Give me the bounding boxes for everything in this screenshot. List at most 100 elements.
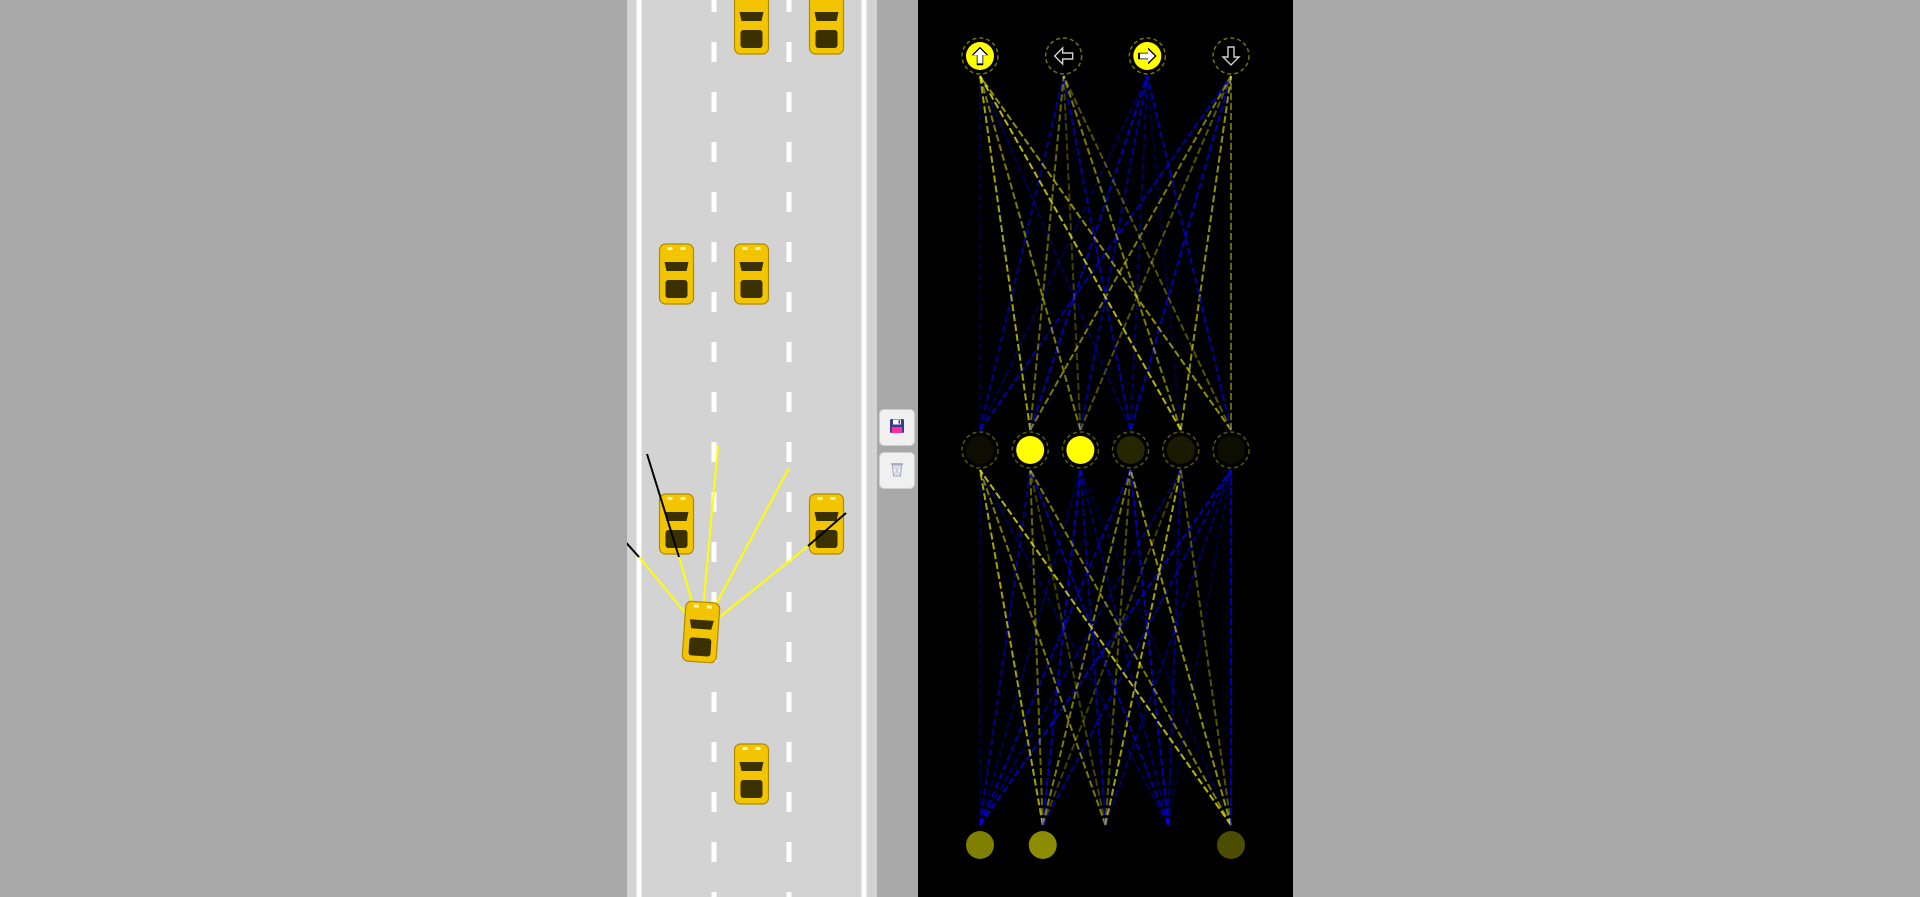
input-hidden-connection (979, 469, 1107, 826)
traffic-car (808, 0, 845, 55)
hidden-output-connection (1129, 75, 1149, 431)
save-button[interactable] (879, 409, 915, 446)
left-arrow-icon (1044, 37, 1083, 75)
hidden-output-connection (1079, 75, 1232, 431)
sensor-ray (700, 445, 719, 633)
input-hidden-connection (979, 469, 1170, 826)
car-rear-window (688, 637, 712, 657)
controls-panel (879, 409, 915, 489)
up-arrow-icon (961, 37, 999, 75)
arrow-glyph (1221, 46, 1241, 66)
input-node (1028, 831, 1057, 859)
traffic-car (733, 243, 770, 305)
car-headlight (667, 247, 673, 250)
input-hidden-connection (1104, 469, 1182, 826)
hidden-node (1217, 436, 1245, 464)
traffic-car (733, 0, 770, 55)
car-rear-window (740, 280, 763, 298)
hidden-output-connection (979, 75, 1065, 431)
input-hidden-connection (1167, 469, 1182, 826)
car-windshield (739, 12, 764, 21)
right-arrow-icon (1128, 37, 1167, 75)
hidden-output-connection (1062, 75, 1182, 431)
hidden-output-connection (979, 75, 1082, 431)
car-windshield (664, 512, 689, 521)
arrow-glyph-fill (1139, 49, 1155, 63)
hidden-output-connection (1062, 75, 1082, 431)
hidden-node (1066, 436, 1095, 464)
input-hidden-connection (979, 469, 1082, 826)
car-windshield (664, 262, 689, 271)
input-hidden-connection (1041, 469, 1232, 826)
road-canvas (627, 0, 877, 897)
hidden-output-connection (1029, 75, 1149, 431)
arrow-glyph (1053, 46, 1074, 66)
hidden-output-connection (979, 75, 1132, 431)
car-windshield (739, 762, 764, 771)
arrow-glyph-fill (973, 48, 987, 64)
car-headlight (817, 497, 823, 500)
input-hidden-connection (1041, 469, 1182, 826)
input-hidden-connection (1167, 469, 1232, 826)
input-node (1217, 831, 1245, 859)
input-hidden-connection (1104, 469, 1132, 826)
discard-button[interactable] (879, 452, 915, 489)
hidden-output-connection (979, 75, 1232, 431)
hidden-output-connection (1062, 75, 1132, 431)
input-hidden-connection (1179, 469, 1232, 826)
car-headlight (680, 247, 686, 250)
hidden-node-outline (961, 431, 999, 469)
network-visualizer (918, 0, 1293, 897)
hidden-node-outline (1212, 431, 1250, 469)
hidden-node-outline (1111, 431, 1150, 469)
input-hidden-connection (1029, 469, 1232, 826)
hidden-output-connection (1146, 75, 1232, 431)
floppy-disk-icon (889, 418, 905, 438)
car-windshield (814, 512, 839, 521)
hidden-node-outline (1162, 431, 1200, 469)
car-rear-window (815, 530, 838, 548)
player-car (681, 600, 721, 664)
hidden-output-connection (1079, 75, 1149, 431)
hidden-output-connection (1029, 75, 1232, 431)
car-rear-window (665, 280, 688, 298)
car-rear-window (815, 30, 838, 48)
car-rear-window (740, 780, 763, 798)
input-hidden-connection (1029, 469, 1170, 826)
car-headlight (742, 747, 748, 750)
hidden-output-connection (1062, 75, 1232, 431)
hidden-output-connection (1129, 75, 1232, 431)
input-hidden-connection (979, 469, 1232, 826)
sensor-ray-blocked (627, 542, 640, 558)
hidden-output-connection (979, 75, 1149, 431)
input-hidden-connection (1079, 469, 1170, 826)
down-arrow-icon (1212, 37, 1250, 75)
input-hidden-connection (979, 469, 1132, 826)
hidden-node (966, 436, 994, 464)
hidden-node (1116, 436, 1145, 464)
car-windshield (739, 262, 764, 271)
input-hidden-connection (1041, 469, 1132, 826)
input-hidden-connection (979, 469, 1044, 826)
car-rear-window (740, 30, 763, 48)
car-headlight (742, 247, 748, 250)
sensor-ray-blocked (807, 512, 847, 547)
hidden-output-connection (1029, 75, 1065, 431)
input-hidden-connection (1104, 469, 1232, 826)
car-headlight (667, 497, 673, 500)
car-headlight (680, 497, 686, 500)
input-hidden-connection (979, 469, 1232, 826)
input-node (966, 831, 994, 859)
input-hidden-connection (1029, 469, 1044, 826)
trash-bin-icon (889, 461, 905, 481)
traffic-car (658, 243, 695, 305)
car-headlight (706, 605, 712, 609)
input-hidden-connection (1129, 469, 1232, 826)
hidden-node (1166, 436, 1195, 464)
sensor-ray-blocked (646, 453, 680, 558)
car-headlight (755, 747, 761, 750)
hidden-output-connection (1146, 75, 1182, 431)
car-rear-window (665, 530, 688, 548)
input-hidden-connection (979, 469, 1182, 826)
traffic-car (733, 743, 770, 805)
